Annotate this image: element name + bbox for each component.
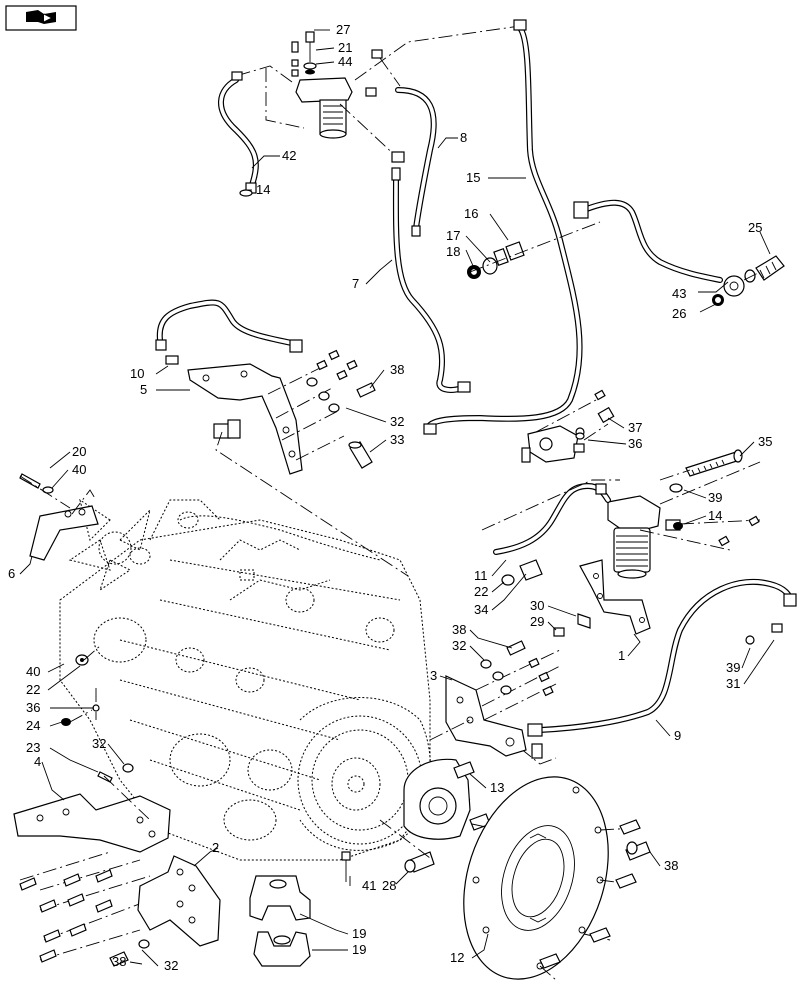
- callout-4: 4: [34, 754, 41, 769]
- callout-10: 10: [130, 366, 144, 381]
- callout-3: 3: [430, 668, 437, 683]
- callout-11: 11: [474, 568, 488, 583]
- callout-22: 22: [474, 584, 488, 599]
- callout-32: 32: [390, 414, 404, 429]
- fuel-filter-top-group: [218, 25, 521, 237]
- callout-24: 24: [26, 718, 40, 733]
- drive-plate-12: [463, 776, 651, 981]
- callout-16: 16: [464, 206, 478, 221]
- callout-43: 43: [672, 286, 686, 301]
- callout-35: 35: [758, 434, 772, 449]
- left-fasteners: [61, 645, 101, 726]
- callout-34: 34: [474, 602, 488, 617]
- callout-7: 7: [352, 276, 359, 291]
- hose-15: [423, 19, 583, 435]
- callout-37: 37: [628, 420, 642, 435]
- bolt-41-28: [341, 819, 435, 882]
- callout-14-b: 14: [708, 508, 722, 523]
- callout-30: 30: [530, 598, 544, 613]
- callout-29: 29: [530, 614, 544, 629]
- bracket-1: [553, 559, 651, 637]
- callout-38-b: 38: [452, 622, 466, 637]
- callout-8: 8: [460, 130, 467, 145]
- callout-22-b: 22: [26, 682, 40, 697]
- book-arrow-icon[interactable]: [5, 5, 77, 31]
- sensor-fittings-group: [467, 221, 601, 279]
- callout-42: 42: [282, 148, 296, 163]
- callout-44: 44: [338, 54, 352, 69]
- callout-33: 33: [390, 432, 404, 447]
- coupling-13: [403, 758, 501, 840]
- pipe-9: [519, 578, 797, 765]
- callout-21: 21: [338, 40, 352, 55]
- callout-32-d: 32: [164, 958, 178, 973]
- callout-38-d: 38: [112, 954, 126, 969]
- callout-1: 1: [618, 648, 625, 663]
- callout-9: 9: [674, 728, 681, 743]
- callout-13: 13: [490, 780, 504, 795]
- return-pipe-group: [573, 199, 785, 306]
- clamp-19: [249, 875, 311, 967]
- callout-38: 38: [390, 362, 404, 377]
- callout-14: 14: [256, 182, 270, 197]
- callout-17: 17: [446, 228, 460, 243]
- callout-labels: 27 21 44 42 14 8 15 16 17 18 25 43 26 7 …: [8, 22, 772, 973]
- callout-27: 27: [336, 22, 350, 37]
- fuel-filter-14-group: [481, 461, 761, 586]
- bracket-3: [445, 640, 561, 757]
- callout-12: 12: [450, 950, 464, 965]
- callout-40-b: 40: [26, 664, 40, 679]
- stud-35: [659, 449, 743, 493]
- callout-18: 18: [446, 244, 460, 259]
- callout-20: 20: [72, 444, 86, 459]
- callout-32-b: 32: [452, 638, 466, 653]
- callout-32-c: 32: [92, 736, 106, 751]
- bracket-5-group: [155, 299, 409, 577]
- callout-28: 28: [382, 878, 396, 893]
- callout-41: 41: [362, 878, 376, 893]
- callout-38-c: 38: [664, 858, 678, 873]
- callout-36: 36: [628, 436, 642, 451]
- callout-31: 31: [726, 676, 740, 691]
- callout-26: 26: [672, 306, 686, 321]
- callout-39-b: 39: [726, 660, 740, 675]
- fuel-pump-group: [521, 389, 615, 463]
- callout-19: 19: [352, 926, 366, 941]
- bracket-4: [13, 763, 171, 961]
- callout-39: 39: [708, 490, 722, 505]
- hose-7: [391, 167, 471, 393]
- bracket-2: [19, 855, 221, 967]
- callout-2: 2: [212, 840, 219, 855]
- leader-lines: [19, 29, 775, 967]
- callout-15: 15: [466, 170, 480, 185]
- callout-23: 23: [26, 740, 40, 755]
- callout-40: 40: [72, 462, 86, 477]
- callout-25: 25: [748, 220, 762, 235]
- callout-36-b: 36: [26, 700, 40, 715]
- callout-6: 6: [8, 566, 15, 581]
- bracket-6: [19, 473, 99, 561]
- callout-19-b: 19: [352, 942, 366, 957]
- callout-5: 5: [140, 382, 147, 397]
